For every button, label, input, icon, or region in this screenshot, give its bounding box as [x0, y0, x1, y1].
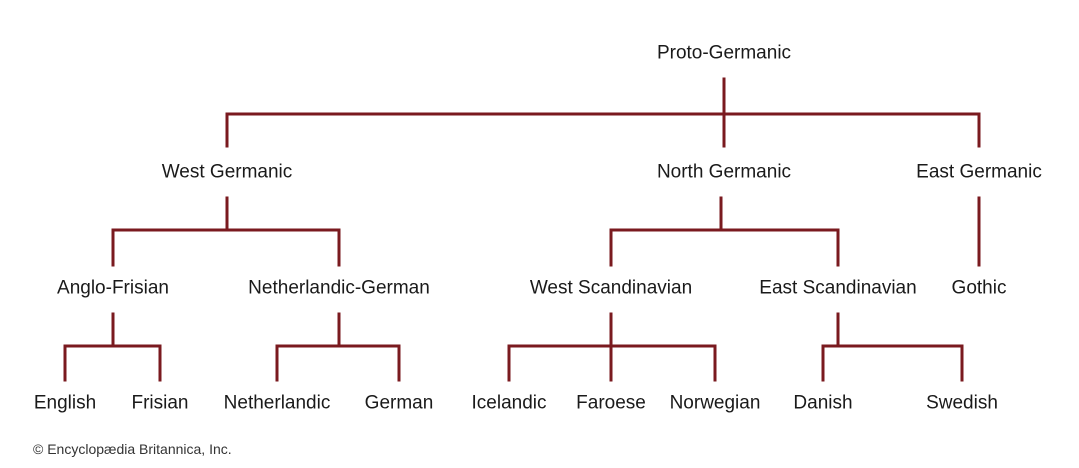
- connector-netherlandic-german: [275, 312, 401, 382]
- node-english: English: [33, 392, 97, 414]
- copyright-notice: © Encyclopædia Britannica, Inc.: [33, 441, 232, 457]
- node-danish: Danish: [793, 392, 853, 414]
- node-east-scandinavian: East Scandinavian: [759, 277, 917, 299]
- node-frisian: Frisian: [131, 392, 189, 414]
- node-swedish: Swedish: [926, 392, 998, 414]
- node-netherlandic: Netherlandic: [223, 392, 331, 414]
- node-norwegian: Norwegian: [669, 392, 761, 414]
- node-north-germanic: North Germanic: [656, 161, 792, 183]
- connector-proto-germanic: [225, 77, 981, 148]
- connector-anglo-frisian: [63, 312, 162, 382]
- connector-east-scandinavian: [821, 312, 964, 382]
- node-west-scandinavian: West Scandinavian: [529, 277, 693, 299]
- node-proto-germanic: Proto-Germanic: [656, 42, 792, 64]
- node-gothic: Gothic: [951, 277, 1007, 299]
- node-faroese: Faroese: [576, 392, 646, 414]
- node-netherlandic-german: Netherlandic-German: [248, 277, 430, 299]
- node-east-germanic: East Germanic: [916, 161, 1042, 183]
- connector-west-scandinavian: [507, 312, 717, 382]
- node-german: German: [364, 392, 434, 414]
- connector-west-germanic: [111, 196, 341, 267]
- node-anglo-frisian: Anglo-Frisian: [57, 277, 169, 299]
- node-west-germanic: West Germanic: [161, 161, 293, 183]
- connector-north-germanic: [609, 196, 840, 267]
- node-icelandic: Icelandic: [471, 392, 547, 414]
